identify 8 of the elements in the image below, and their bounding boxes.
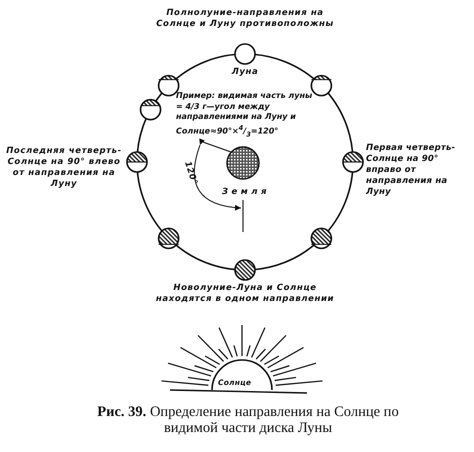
example-note: Пример: видимая часть луны = 4/3 г—угол между направлениями на Луну и Солнце≈90°×$^{4}$/$_{3}$=120°: [176, 91, 314, 140]
side-note: Последняя четверть-Солнце на 90° влево от направления на Луну: [5, 146, 123, 190]
side-note: Первая четверть-Солнце на 90° вправо от направления на Луну: [366, 143, 456, 198]
figure-caption: Рис. 39. Определение направления на Солнце по видимой части диска Луны: [96, 404, 400, 436]
moon-label: Луна: [230, 67, 260, 78]
heading-note: Полнолуние-направления на Солнце и Луну противоположны: [155, 8, 335, 30]
bottom-note: Новолуние-Луна и Солнце находятся в одном направлении: [154, 283, 336, 305]
earth-label: Земля: [222, 187, 266, 198]
